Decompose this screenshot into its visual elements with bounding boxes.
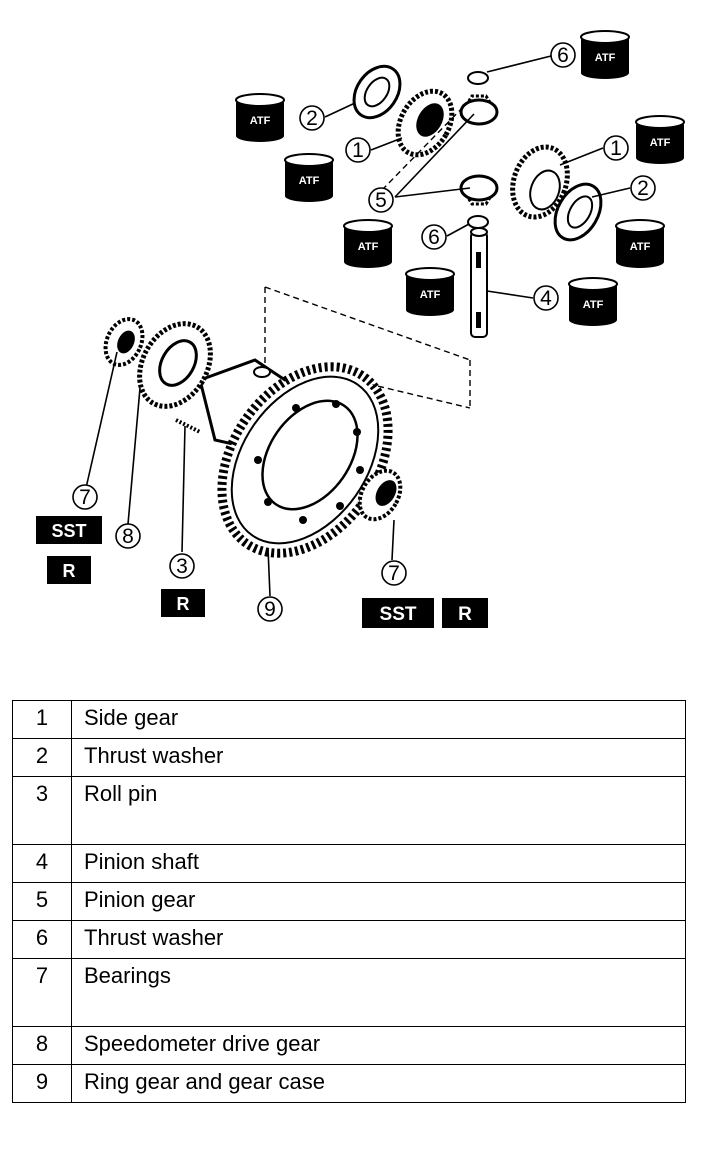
part-number: 6 <box>12 920 72 959</box>
callout-4: 4 <box>533 285 559 311</box>
r-tag: R <box>47 556 91 584</box>
pinion-thrust-washer-part <box>467 71 489 85</box>
callout-7: 7 <box>381 560 407 586</box>
svg-text:ATF: ATF <box>650 137 671 149</box>
svg-text:7: 7 <box>388 562 400 585</box>
part-name: Side gear <box>71 700 686 739</box>
svg-text:6: 6 <box>428 226 440 249</box>
callout-6: 6 <box>550 42 576 68</box>
part-number: 7 <box>12 958 72 1027</box>
svg-text:SST: SST <box>51 521 86 541</box>
r-tag: R <box>161 589 205 617</box>
atf-icon: ATF <box>635 115 685 165</box>
pinion-shaft-part <box>470 227 488 338</box>
svg-text:R: R <box>63 561 76 581</box>
svg-text:1: 1 <box>352 139 364 162</box>
svg-text:R: R <box>458 604 472 625</box>
thrust-washer-part <box>553 182 603 242</box>
atf-icon: ATF <box>405 267 455 317</box>
callout-3: 3 <box>169 553 195 579</box>
part-name: Speedometer drive gear <box>71 1026 686 1065</box>
pinion-thrust-washer-part <box>467 215 489 229</box>
svg-text:ATF: ATF <box>299 175 320 187</box>
part-name: Thrust washer <box>71 738 686 777</box>
assembly-dashed-lines <box>264 99 471 409</box>
atf-icon: ATF <box>615 219 665 269</box>
callout-5: 5 <box>368 187 394 213</box>
callout-6: 6 <box>421 224 447 250</box>
callout-1: 1 <box>345 137 371 163</box>
speedometer-gear-part <box>137 321 213 409</box>
part-name: Thrust washer <box>71 920 686 959</box>
part-name: Pinion gear <box>71 882 686 921</box>
part-number: 3 <box>12 776 72 845</box>
part-name: Ring gear and gear case <box>71 1064 686 1103</box>
part-number: 9 <box>12 1064 72 1103</box>
ring-gear-part <box>217 362 393 558</box>
svg-text:4: 4 <box>540 287 552 310</box>
svg-text:6: 6 <box>557 44 569 67</box>
part-number: 4 <box>12 844 72 883</box>
r-tag: R <box>442 598 488 628</box>
svg-text:1: 1 <box>610 137 622 160</box>
pinion-gear-part <box>459 94 499 126</box>
svg-text:5: 5 <box>375 189 387 212</box>
sst-tag: SST <box>362 598 434 628</box>
exploded-diagram: ATF ATF ATF ATF ATF ATF ATF ATF <box>36 30 685 628</box>
atf-icon: ATF <box>235 93 285 143</box>
svg-text:R: R <box>177 594 190 614</box>
roll-pin-part <box>175 418 201 434</box>
atf-icon: ATF <box>580 30 630 80</box>
sst-tag: SST <box>36 516 102 544</box>
part-number: 1 <box>12 700 72 739</box>
part-number: 8 <box>12 1026 72 1065</box>
svg-text:9: 9 <box>264 598 276 621</box>
svg-text:ATF: ATF <box>630 241 651 253</box>
atf-icon: ATF <box>284 153 334 203</box>
svg-text:7: 7 <box>79 486 91 509</box>
callout-7: 7 <box>72 484 98 510</box>
callout-1: 1 <box>603 135 629 161</box>
callout-9: 9 <box>257 596 283 622</box>
part-name: Roll pin <box>71 776 686 845</box>
svg-text:ATF: ATF <box>420 289 441 301</box>
side-gear-part <box>395 88 455 158</box>
callout-2: 2 <box>299 105 325 131</box>
svg-text:ATF: ATF <box>583 299 604 311</box>
part-name: Bearings <box>71 958 686 1027</box>
svg-text:ATF: ATF <box>358 241 379 253</box>
side-gear-part <box>510 144 570 220</box>
svg-text:2: 2 <box>306 107 318 130</box>
svg-text:3: 3 <box>176 555 188 578</box>
svg-text:8: 8 <box>122 525 134 548</box>
leader-lines <box>85 55 631 597</box>
part-name: Pinion shaft <box>71 844 686 883</box>
thrust-washer-part <box>352 64 402 120</box>
svg-text:ATF: ATF <box>595 52 616 64</box>
bearing-part <box>357 468 403 522</box>
svg-text:SST: SST <box>380 604 417 625</box>
part-number: 5 <box>12 882 72 921</box>
callout-2: 2 <box>630 175 656 201</box>
svg-text:2: 2 <box>637 177 649 200</box>
callout-8: 8 <box>115 523 141 549</box>
atf-icon: ATF <box>568 277 618 327</box>
pinion-gear-part <box>459 174 499 206</box>
part-number: 2 <box>12 738 72 777</box>
svg-text:ATF: ATF <box>250 115 271 127</box>
atf-icon: ATF <box>343 219 393 269</box>
